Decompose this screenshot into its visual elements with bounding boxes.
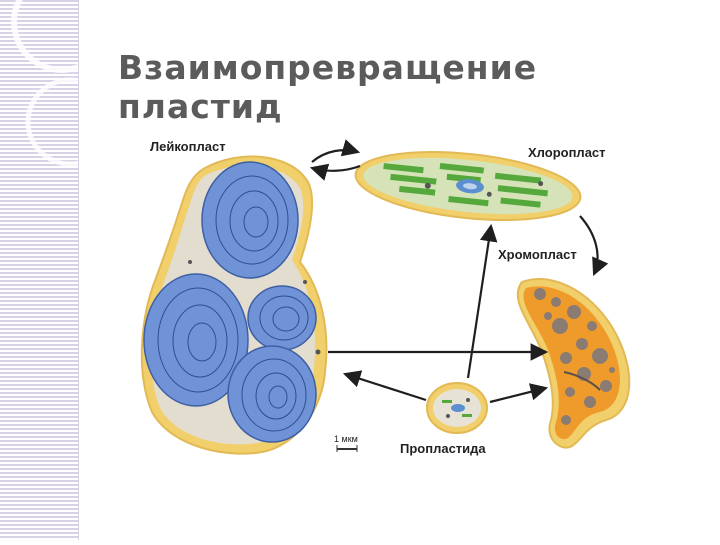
arrow-proplastid-to-chromoplast: [490, 388, 546, 402]
leucoplast-cluster: [142, 156, 327, 453]
arrow-proplastid-to-leucoplast: [345, 374, 426, 400]
arrow-proplastid-to-chloroplast: [468, 226, 491, 378]
label-leucoplast: Лейкопласт: [150, 139, 226, 154]
label-proplastid: Пропластида: [400, 441, 486, 456]
proplastid: [427, 383, 487, 433]
label-scale: 1 мкм: [334, 434, 358, 444]
label-chromoplast: Хромопласт: [498, 247, 577, 262]
arrow-chloroplast-to-chromoplast: [580, 216, 598, 274]
label-chloroplast: Хлоропласт: [528, 145, 606, 160]
arrow-leucoplast-to-chloroplast: [312, 150, 358, 162]
arrow-chloroplast-to-leucoplast: [312, 166, 360, 171]
chromoplast: [518, 279, 630, 448]
leucoplast-body-4: [228, 346, 316, 442]
